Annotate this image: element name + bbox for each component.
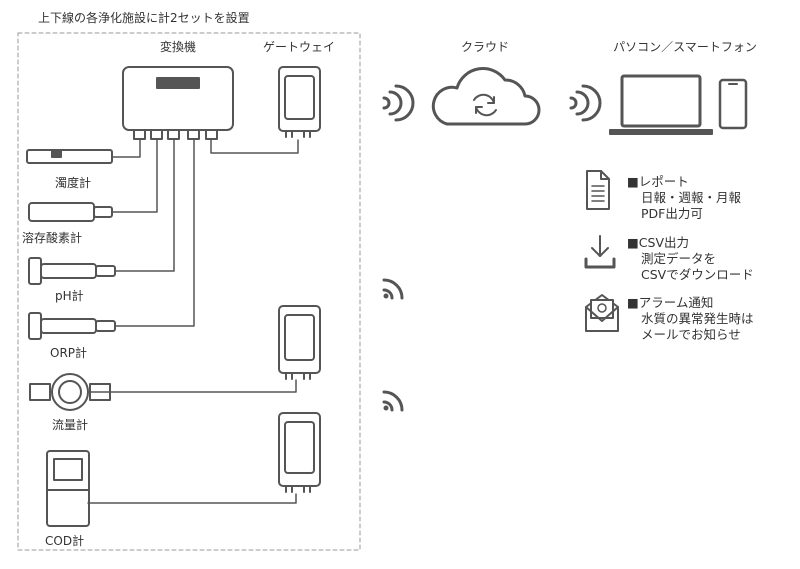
feature-alarm: ■アラーム通知 水質の異常発生時は メールでお知らせ [627, 295, 754, 343]
gateway-icon [278, 305, 321, 380]
installation-title: 上下線の各浄化施設に計2セットを設置 [38, 11, 250, 25]
wireless-signal-icon [569, 84, 602, 122]
feature-report-line: 日報・週報・月報 [641, 190, 742, 205]
flow-meter-label: 流量計 [52, 418, 89, 432]
feature-alarm-line: メールでお知らせ [641, 327, 741, 342]
turbidity-sensor-icon [26, 149, 113, 164]
cloud-label: クラウド [460, 40, 510, 54]
cod-label: COD計 [45, 534, 85, 548]
feature-csv: ■CSV出力 測定データを CSVでダウンロード [627, 235, 754, 283]
orp-label: ORP計 [50, 346, 88, 360]
feature-report-line: PDF出力可 [641, 206, 703, 221]
connection-lines [87, 138, 299, 504]
turbidity-label: 濁度計 [55, 176, 92, 190]
cloud-sync-icon [431, 67, 541, 126]
flow-meter-icon [29, 373, 111, 411]
wireless-signal-dot [383, 293, 389, 299]
feature-alarm-line: 水質の異常発生時は [641, 311, 754, 326]
gateway-label: ゲートウェイ [262, 40, 336, 54]
converter-label: 変換機 [159, 40, 197, 54]
wireless-signal-dot [383, 405, 389, 411]
wireless-signal-icon [382, 84, 415, 122]
laptop-icon [609, 74, 713, 135]
document-icon [586, 170, 610, 210]
feature-csv-line: 測定データを [641, 251, 717, 266]
feature-report: ■レポート 日報・週報・月報 PDF出力可 [627, 174, 741, 222]
smartphone-icon [718, 78, 748, 130]
wireless-signal-icon [382, 390, 404, 412]
orp-sensor-icon [28, 312, 116, 340]
download-icon [584, 235, 616, 269]
gateway-icon [278, 412, 321, 493]
feature-report-title: ■レポート [627, 174, 689, 189]
dissolved-oxygen-label: 溶存酸素計 [22, 231, 83, 245]
installation-boundary [17, 32, 361, 551]
wireless-signal-icon [382, 278, 404, 300]
feature-csv-line: CSVでダウンロード [641, 267, 754, 282]
gateway-icon [278, 66, 321, 138]
converter-icon [122, 66, 234, 140]
feature-alarm-title: ■アラーム通知 [627, 295, 714, 310]
ph-sensor-icon [28, 257, 116, 285]
cod-meter-icon [46, 450, 90, 527]
dissolved-oxygen-sensor-icon [28, 202, 113, 222]
ph-label: pH計 [55, 289, 84, 303]
feature-csv-title: ■CSV出力 [627, 235, 690, 250]
pc-phone-label: パソコン／スマートフォン [613, 40, 757, 54]
email-alert-icon [585, 294, 619, 332]
